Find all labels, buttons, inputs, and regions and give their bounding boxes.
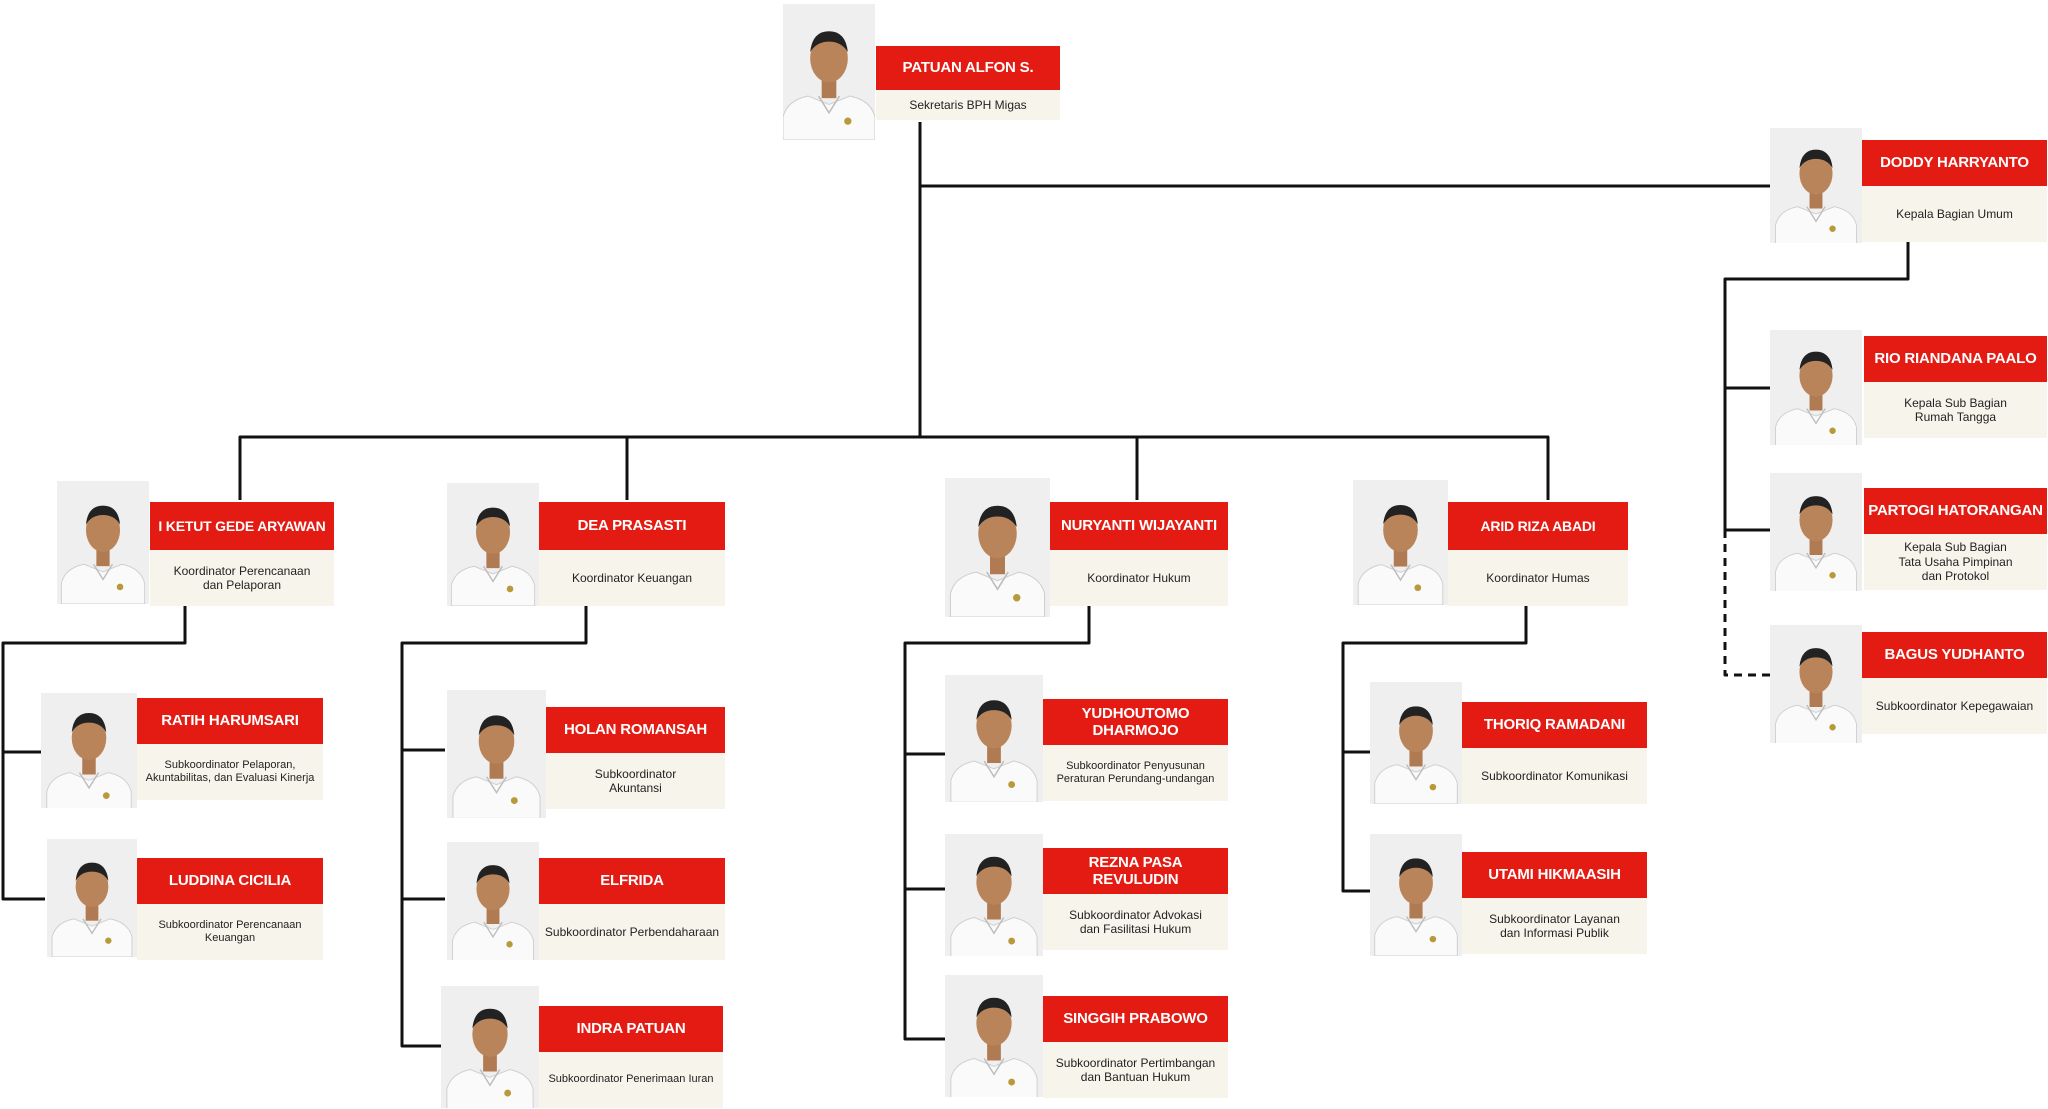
coordinator-dea-prasasti-photo [447, 483, 539, 606]
subcoordinator-indra-patuan-photo [441, 986, 539, 1108]
umum-member-rio-riandana-paalo-name: RIO RIANDANA PAALO [1864, 336, 2047, 382]
coordinator-i-ketut-gede-aryawan-name: I KETUT GEDE ARYAWAN [150, 502, 334, 550]
subcoordinator-thoriq-ramadani-photo [1370, 682, 1462, 804]
subcoordinator-rezna-pasa-revuludin-name: REZNA PASA REVULUDIN [1043, 848, 1228, 894]
secretary-photo [783, 4, 875, 140]
connector-keuangan-branch [400, 606, 588, 1048]
subcoordinator-holan-romansah-photo [447, 690, 546, 818]
kepala-bagian-umum-role: Kepala Bagian Umum [1862, 186, 2047, 242]
subcoordinator-holan-romansah-role: Subkoordinator Akuntansi [546, 753, 725, 809]
subcoordinator-thoriq-ramadani-role: Subkoordinator Komunikasi [1462, 748, 1647, 804]
umum-member-rio-riandana-paalo-role: Kepala Sub Bagian Rumah Tangga [1864, 382, 2047, 438]
subcoordinator-holan-romansah-name: HOLAN ROMANSAH [546, 707, 725, 753]
subcoordinator-singgih-prabowo-photo [945, 975, 1043, 1097]
umum-member-rio-riandana-paalo-photo [1770, 330, 1862, 445]
coordinator-dea-prasasti-name: DEA PRASASTI [539, 502, 725, 550]
subcoordinator-indra-patuan-name: INDRA PATUAN [539, 1006, 723, 1052]
coordinator-i-ketut-gede-aryawan-role: Koordinator Perencanaan dan Pelaporan [150, 550, 334, 606]
subcoordinator-elfrida-role: Subkoordinator Perbendaharaan [539, 904, 725, 960]
coordinator-nuryanti-wijayanti-name: NURYANTI WIJAYANTI [1050, 502, 1228, 550]
subcoordinator-indra-patuan-role: Subkoordinator Penerimaan Iuran [539, 1052, 723, 1108]
kepala-bagian-umum-photo [1770, 128, 1862, 243]
subcoordinator-utami-hikmaasih-role: Subkoordinator Layanan dan Informasi Pub… [1462, 898, 1647, 954]
umum-member-bagus-yudhanto-role: Subkoordinator Kepegawaian [1862, 678, 2047, 734]
subcoordinator-yudhoutomo-dharmojo-photo [945, 675, 1043, 802]
subcoordinator-ratih-harumsari-photo [41, 693, 137, 808]
connector-umum-to-bagus [1723, 530, 1770, 677]
coordinator-arid-riza-abadi-photo [1353, 480, 1448, 605]
subcoordinator-elfrida-photo [447, 842, 539, 960]
subcoordinator-ratih-harumsari-name: RATIH HARUMSARI [137, 698, 323, 744]
coordinator-nuryanti-wijayanti-photo [945, 478, 1050, 617]
subcoordinator-yudhoutomo-dharmojo-role: Subkoordinator Penyusunan Peraturan Peru… [1043, 745, 1228, 801]
subcoordinator-rezna-pasa-revuludin-photo [945, 834, 1043, 956]
umum-member-partogi-hatorangan-name: PARTOGI HATORANGAN [1864, 488, 2047, 534]
coordinator-arid-riza-abadi-name: ARID RIZA ABADI [1448, 502, 1628, 550]
kepala-bagian-umum-name: DODDY HARRYANTO [1862, 140, 2047, 186]
subcoordinator-luddina-cicilia-name: LUDDINA CICILIA [137, 858, 323, 904]
secretary-role: Sekretaris BPH Migas [876, 90, 1060, 120]
coordinator-i-ketut-gede-aryawan-photo [57, 481, 149, 604]
subcoordinator-yudhoutomo-dharmojo-name: YUDHOUTOMO DHARMOJO [1043, 699, 1228, 745]
subcoordinator-rezna-pasa-revuludin-role: Subkoordinator Advokasi dan Fasilitasi H… [1043, 894, 1228, 950]
secretary-name: PATUAN ALFON S. [876, 46, 1060, 90]
subcoordinator-thoriq-ramadani-name: THORIQ RAMADANI [1462, 702, 1647, 748]
coordinator-arid-riza-abadi-role: Koordinator Humas [1448, 550, 1628, 606]
coordinator-nuryanti-wijayanti-role: Koordinator Hukum [1050, 550, 1228, 606]
subcoordinator-ratih-harumsari-role: Subkoordinator Pelaporan, Akuntabilitas,… [137, 744, 323, 800]
subcoordinator-luddina-cicilia-photo [47, 839, 137, 957]
subcoordinator-elfrida-name: ELFRIDA [539, 858, 725, 904]
umum-member-bagus-yudhanto-photo [1770, 625, 1862, 743]
umum-member-partogi-hatorangan-role: Kepala Sub Bagian Tata Usaha Pimpinan da… [1864, 534, 2047, 590]
umum-member-partogi-hatorangan-photo [1770, 473, 1862, 591]
subcoordinator-utami-hikmaasih-name: UTAMI HIKMAASIH [1462, 852, 1647, 898]
umum-member-bagus-yudhanto-name: BAGUS YUDHANTO [1862, 632, 2047, 678]
subcoordinator-utami-hikmaasih-photo [1370, 834, 1462, 956]
connector-coordinators-bar [238, 435, 1550, 500]
coordinator-dea-prasasti-role: Koordinator Keuangan [539, 550, 725, 606]
subcoordinator-luddina-cicilia-role: Subkoordinator Perencanaan Keuangan [137, 904, 323, 960]
subcoordinator-singgih-prabowo-name: SINGGIH PRABOWO [1043, 996, 1228, 1042]
subcoordinator-singgih-prabowo-role: Subkoordinator Pertimbangan dan Bantuan … [1043, 1042, 1228, 1098]
